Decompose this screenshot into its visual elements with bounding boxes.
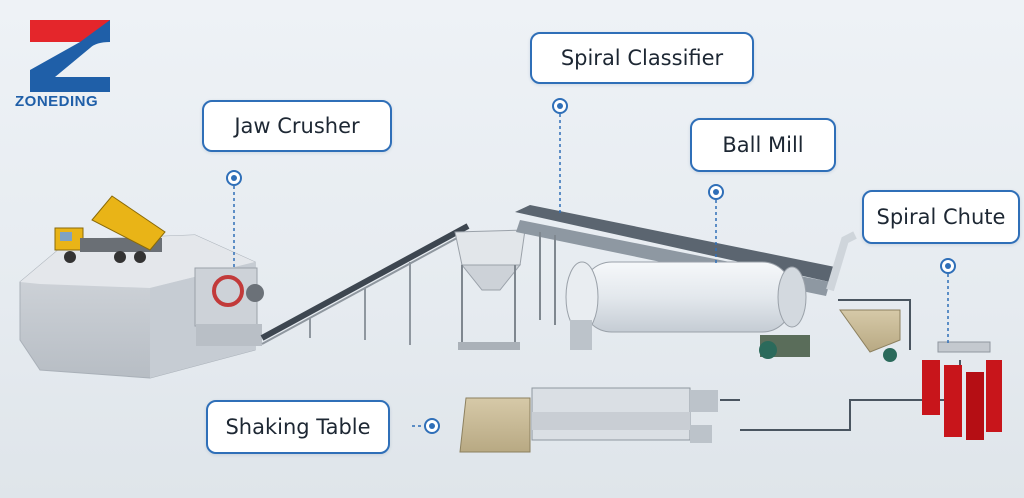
connector-dots bbox=[226, 98, 956, 434]
connector-lines bbox=[233, 108, 949, 427]
shaking-table-label: Shaking Table bbox=[206, 400, 390, 454]
conveyor-belt bbox=[260, 223, 470, 345]
spiral-classifier-label: Spiral Classifier bbox=[530, 32, 754, 84]
jaw-crusher-label: Jaw Crusher bbox=[202, 100, 392, 152]
spiral-chute-label: Spiral Chute bbox=[862, 190, 1020, 244]
spiral-chute-machine bbox=[922, 341, 1002, 440]
concentrate-table bbox=[839, 309, 901, 362]
logo-wordmark: ZONEDING bbox=[15, 93, 99, 110]
shaking-table-machine bbox=[459, 387, 718, 453]
zoneding-logo bbox=[10, 12, 130, 112]
dump-truck bbox=[54, 195, 166, 263]
jaw-crusher-machine bbox=[194, 267, 264, 346]
ore-bin bbox=[454, 229, 526, 350]
ball-mill-label: Ball Mill bbox=[690, 118, 836, 172]
ball-mill-machine bbox=[565, 261, 810, 359]
